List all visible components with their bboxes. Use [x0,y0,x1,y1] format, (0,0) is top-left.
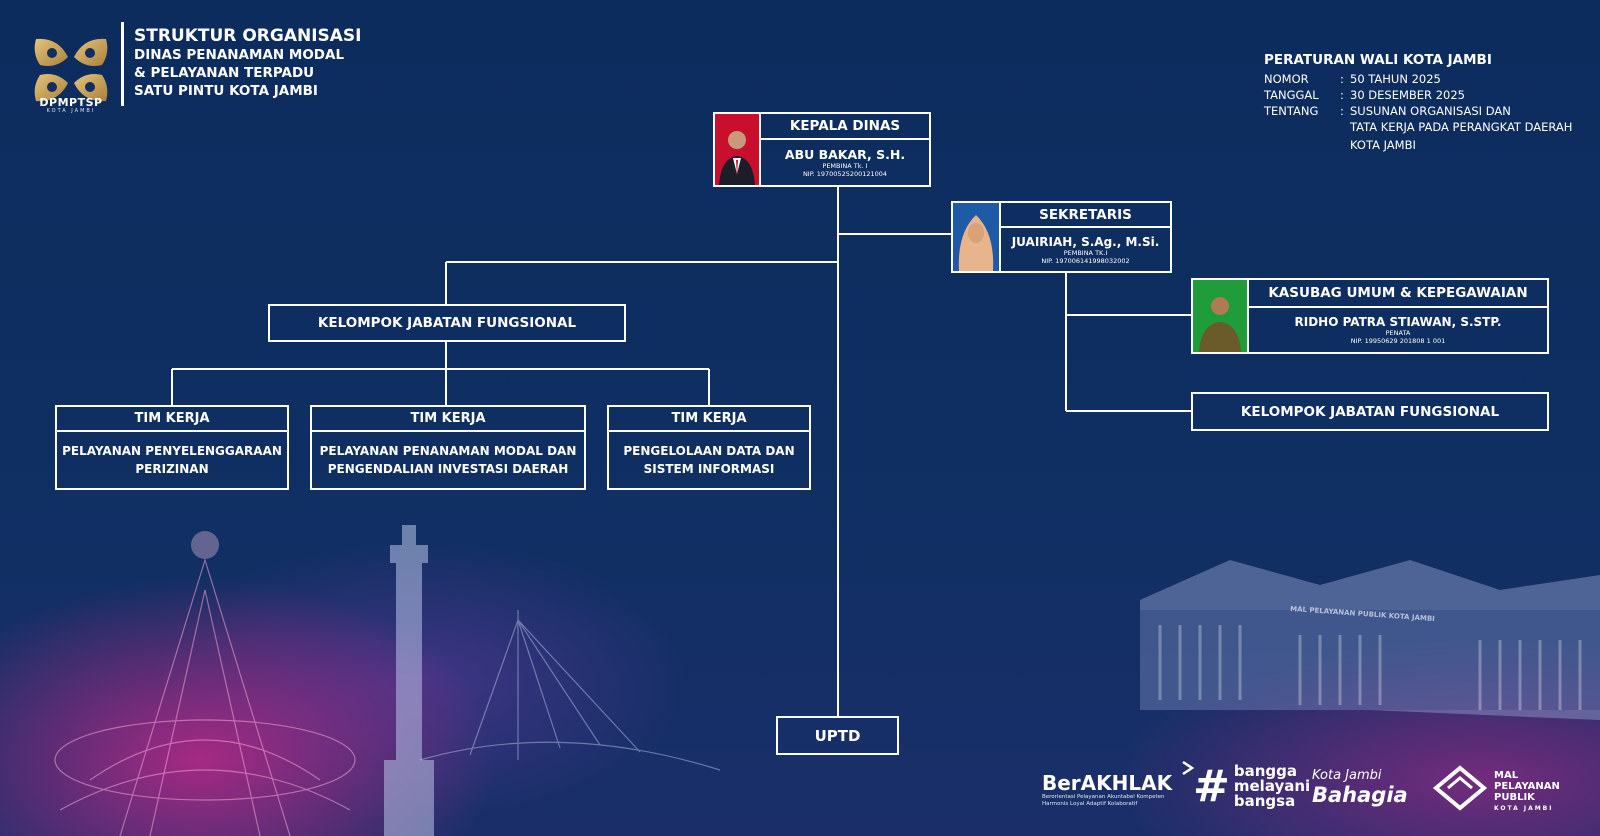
sekretaris-title: SEKRETARIS [1001,203,1170,228]
team-box-1: TIM KERJA PELAYANAN PENYELENGGARAAN PERI… [55,405,289,490]
person-icon [719,131,755,185]
mpp-text-3: PUBLIK [1494,792,1535,803]
team-1-line-1: PELAYANAN PENYELENGGARAAN [62,444,282,458]
mpp-text-2: PELAYANAN [1494,781,1560,792]
regulation-nomor: NOMOR:50 TAHUN 2025 [1264,71,1441,87]
tanggal-label: TANGGAL [1264,88,1319,102]
chevron-right-icon [1182,760,1195,776]
team-3-title: TIM KERJA [609,407,809,432]
person-icon [958,215,994,271]
kasubag-name: RIDHO PATRA STIAWAN, S.STP. [1294,315,1502,329]
kepala-dinas-nip: NIP. 19700525200121004 [802,170,888,178]
hashtag-icon: # [1193,760,1230,812]
sekretaris-rank: PEMBINA TK.I [1063,248,1108,257]
nomor-label: NOMOR [1264,72,1309,86]
separator: : [1340,104,1344,118]
berakhlak-text: BerAKHLAK [1042,771,1173,795]
tentang-value-3: KOTA JAMBI [1350,138,1416,152]
sekretaris-photo [953,203,1001,271]
logo-subtext: KOTA JAMBI [46,108,96,114]
kasubag-title: KASUBAG UMUM & KEPEGAWAIAN [1249,280,1547,308]
kepala-dinas-box: KEPALA DINAS ABU BAKAR, S.H. PEMBINA Tk.… [713,112,931,187]
uptd-box: UPTD [776,716,899,755]
kasubag-rank: PENATA [1385,329,1411,337]
mpp-logo-text: MAL PELAYANAN PUBLIK KOTA JAMBI [1494,770,1560,814]
mpp-logo-icon [1432,765,1488,811]
regulation-tanggal: TANGGAL:30 DESEMBER 2025 [1264,87,1465,103]
kota-jambi-text: Kota Jambi [1312,768,1382,783]
mpp-text-1: MAL [1494,770,1519,781]
team-2-line-2: PENGENDALIAN INVESTASI DAERAH [327,462,569,476]
kjf-left-box: KELOMPOK JABATAN FUNGSIONAL [268,304,626,342]
kepala-dinas-rank: PEMBINA Tk. I [822,162,868,170]
team-box-3: TIM KERJA PENGELOLAAN DATA DAN SISTEM IN… [607,405,811,490]
regulation-tentang: TENTANG: SUSUNAN ORGANISASI DAN [1264,103,1511,119]
team-3-line-2: SISTEM INFORMASI [643,462,775,476]
bangga-melayani-logo: # bangga melayani bangsa [1193,764,1310,809]
sekretaris-name: JUAIRIAH, S.Ag., M.Si. [1011,234,1160,249]
team-box-2: TIM KERJA PELAYANAN PENANAMAN MODAL DAN … [310,405,586,490]
team-1-title: TIM KERJA [57,407,287,432]
team-2-title: TIM KERJA [312,407,584,432]
kepala-dinas-name: ABU BAKAR, S.H. [784,147,906,162]
berakhlak-sub-1: Berorientasi Pelayanan Akuntabel Kompete… [1042,794,1165,800]
page-title: STRUKTUR ORGANISASI [134,26,362,46]
regulation-title: PERATURAN WALI KOTA JAMBI [1264,52,1492,68]
nomor-value: 50 TAHUN 2025 [1350,72,1441,86]
kasubag-photo [1193,280,1249,352]
team-1-line-2: PERIZINAN [135,462,209,476]
kepala-dinas-photo [715,114,761,185]
sekretaris-nip: NIP. 197006141998032002 [1041,256,1130,265]
tentang-value-2: TATA KERJA PADA PERANGKAT DAERAH [1350,120,1573,134]
berakhlak-logo: BerAKHLAK Berorientasi Pelayanan Akuntab… [1042,772,1192,808]
bahagia-text: Bahagia [1312,783,1408,807]
header-line-1: DINAS PENANAMAN MODAL [134,47,345,63]
team-3-line-1: PENGELOLAAN DATA DAN [623,444,795,458]
bangga-text-3: bangsa [1233,792,1296,810]
team-2-line-1: PELAYANAN PENANAMAN MODAL DAN [319,444,577,458]
sekretaris-box: SEKRETARIS JUAIRIAH, S.Ag., M.Si. PEMBIN… [951,201,1172,273]
mpp-text-4: KOTA JAMBI [1494,805,1554,812]
tentang-value-1: SUSUNAN ORGANISASI DAN [1350,104,1511,118]
kepala-dinas-title: KEPALA DINAS [761,114,929,140]
bangga-text-1: bangga [1233,762,1298,780]
separator: : [1340,72,1344,86]
header-line-2: & PELAYANAN TERPADU [134,65,315,81]
tentang-label: TENTANG [1264,104,1319,118]
person-icon [1199,297,1241,352]
bangga-text-2: melayani [1233,777,1311,795]
kjf-right-box: KELOMPOK JABATAN FUNGSIONAL [1191,392,1549,431]
tanggal-value: 30 DESEMBER 2025 [1350,88,1465,102]
header-divider [121,22,124,106]
kasubag-nip: NIP. 19950629 201808 1 001 [1350,337,1446,345]
dpmptsp-logo [34,38,108,102]
separator: : [1340,88,1344,102]
header-line-3: SATU PINTU KOTA JAMBI [134,83,318,99]
kota-jambi-bahagia-logo: Kota Jambi Bahagia [1312,768,1408,807]
berakhlak-sub-2: Harmonis Loyal Adaptif Kolaboratif [1042,801,1138,807]
kasubag-box: KASUBAG UMUM & KEPEGAWAIAN RIDHO PATRA S… [1191,278,1549,354]
logo-text: DPMPTSP [39,96,103,109]
